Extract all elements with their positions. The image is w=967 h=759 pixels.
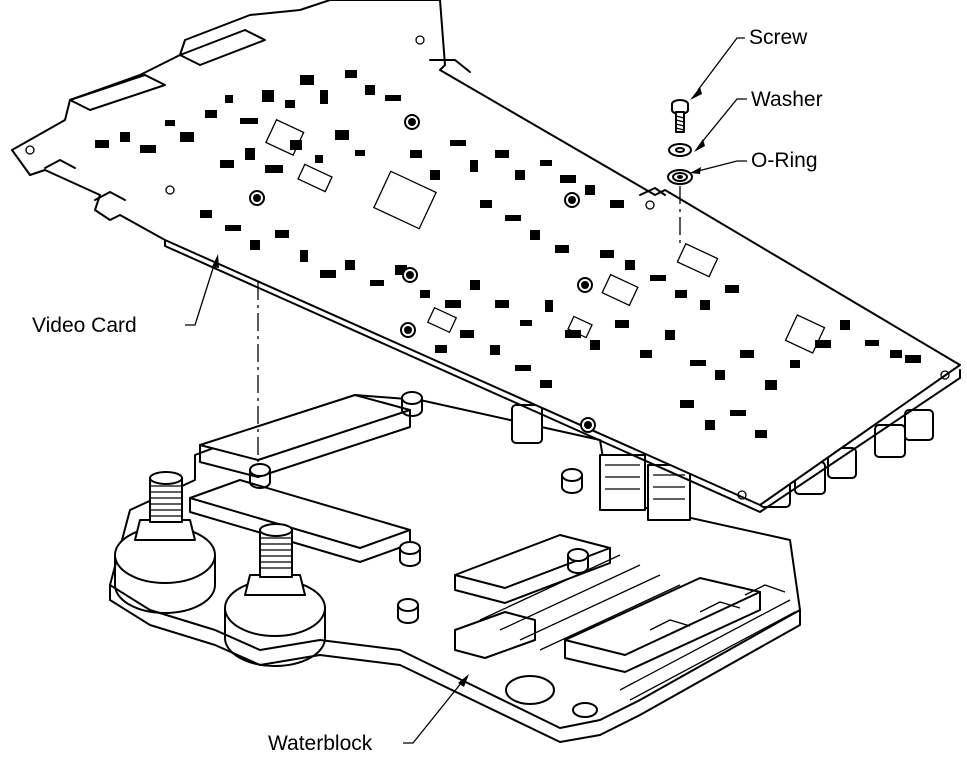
waterblock-fitting-left [114,471,216,614]
screw [671,99,689,133]
pcb-mounting-holes [249,114,596,433]
waterblock-mounting-hole [505,675,555,705]
callout-video-card: Video Card [32,314,137,337]
callout-o-ring: O-Ring [751,149,818,172]
callout-waterblock: Waterblock [268,732,373,755]
leader-lines [185,37,747,744]
washer [668,143,692,157]
power-connectors [599,454,691,521]
waterblock-standoffs [249,391,589,624]
callout-screw: Screw [749,26,808,49]
waterblock-fitting-right [224,523,326,667]
waterblock [109,391,801,743]
callout-washer: Washer [751,88,823,111]
o-ring [667,169,693,185]
alignment-lines [257,186,681,462]
pcb-components [25,35,950,500]
